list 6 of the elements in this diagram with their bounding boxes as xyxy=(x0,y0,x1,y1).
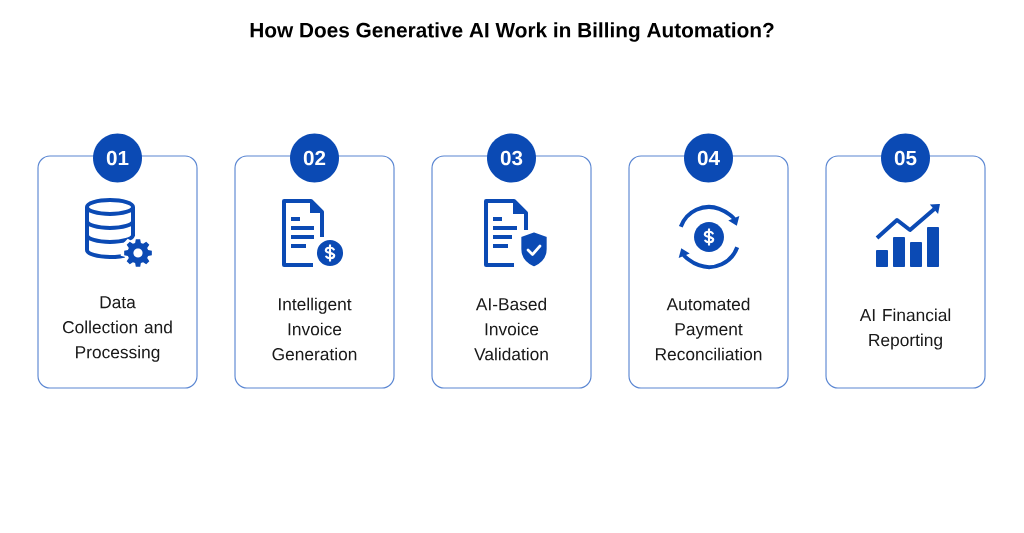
number-badge: 02 xyxy=(290,133,339,183)
number-badge: 05 xyxy=(881,133,930,183)
number-badge: 03 xyxy=(487,133,536,183)
title: How Does Generative AI Work in Billing Automation? xyxy=(250,22,774,42)
number-badge: 04 xyxy=(684,133,733,183)
number-badge: 01 xyxy=(93,133,142,183)
